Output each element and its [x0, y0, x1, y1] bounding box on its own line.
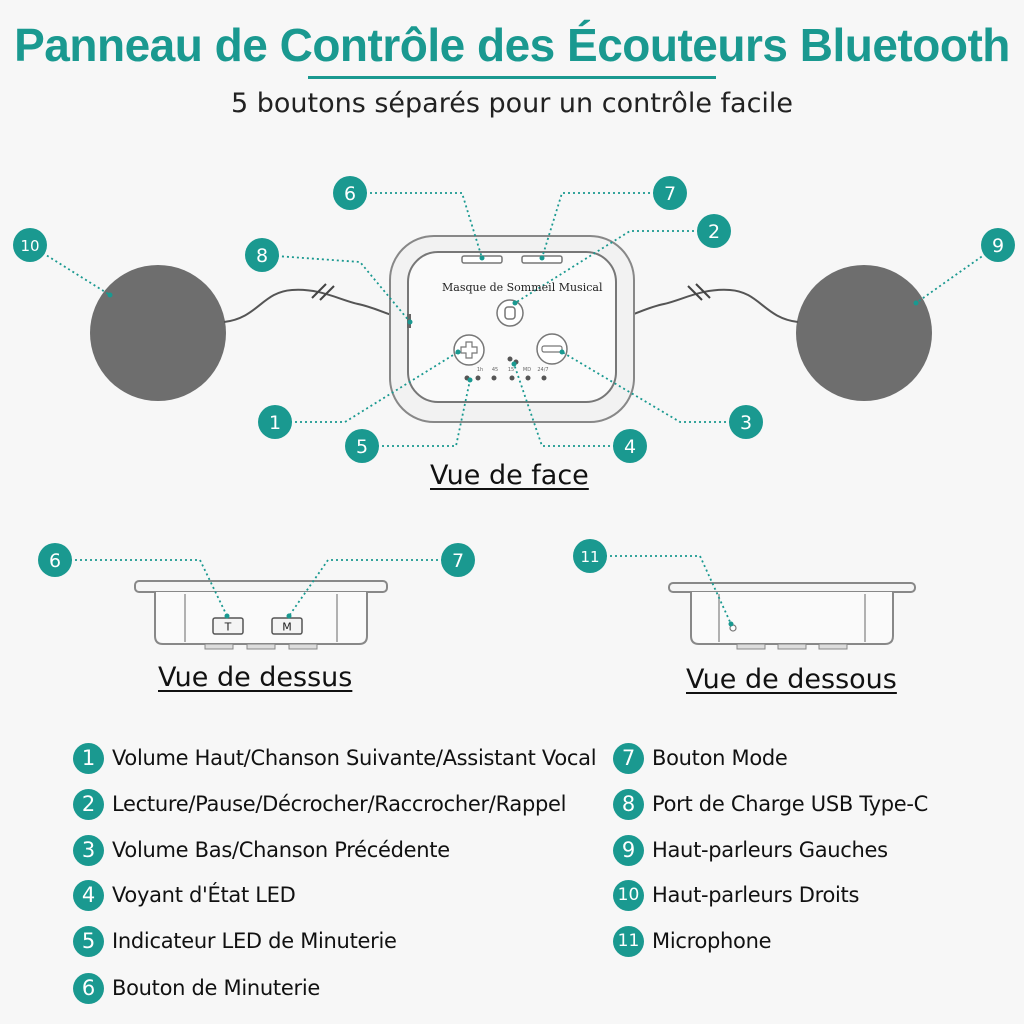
legend-item-4: 4 Voyant d'État LED [73, 878, 296, 912]
callout-7 [653, 176, 687, 210]
callout-2-label: 2 [708, 221, 720, 243]
callout-6-top [38, 543, 72, 577]
volume-up-button [453, 334, 485, 366]
mode-letter: M [282, 621, 292, 634]
page-subtitle: 5 boutons séparés pour un contrôle facil… [230, 88, 794, 119]
legend-item-6: 6 Bouton de Minuterie [73, 971, 320, 1005]
callout-6 [333, 176, 367, 210]
callout-11-label: 11 [580, 548, 599, 566]
legend-item-8: 8 Port de Charge USB Type-C [613, 787, 928, 821]
left-speaker [796, 265, 932, 401]
title-underline [308, 76, 716, 79]
callout-3-label: 3 [740, 412, 752, 434]
legend-item-7: 7 Bouton Mode [613, 741, 788, 775]
legend-item-1: 1 Volume Haut/Chanson Suivante/Assistant… [73, 741, 597, 775]
legend-num-5: 5 [73, 925, 104, 957]
top-view-label: Vue de dessus [158, 662, 353, 693]
legend-text-5: Indicateur LED de Minuterie [112, 929, 397, 953]
callout-6-label: 6 [344, 183, 356, 205]
legend-text-7: Bouton Mode [652, 746, 788, 770]
right-speaker [90, 265, 226, 401]
legend-item-5: 5 Indicateur LED de Minuterie [73, 924, 397, 958]
legend-item-11: 11 Microphone [613, 924, 772, 958]
callout-7-label: 7 [664, 183, 676, 205]
callout-11 [573, 539, 607, 573]
volume-down-button [536, 333, 568, 365]
legend-num-1: 1 [73, 742, 104, 774]
led-label-3: 15 [508, 367, 514, 373]
callout-1 [258, 405, 292, 439]
legend-num-3: 3 [73, 834, 104, 866]
legend-text-6: Bouton de Minuterie [112, 976, 320, 1000]
legend-num-4: 4 [73, 879, 104, 911]
page-title: Panneau de Contrôle des Écouteurs Blueto… [14, 19, 1010, 71]
legend-text-9: Haut-parleurs Gauches [652, 838, 888, 862]
callout-5 [345, 429, 379, 463]
legend-item-2: 2 Lecture/Pause/Décrocher/Raccrocher/Rap… [73, 787, 567, 821]
legend-num-10: 10 [613, 879, 644, 911]
legend-text-1: Volume Haut/Chanson Suivante/Assistant V… [112, 746, 597, 770]
left-wire [223, 288, 409, 323]
legend-item-9: 9 Haut-parleurs Gauches [613, 833, 888, 867]
legend-num-7: 7 [613, 742, 644, 774]
callout-6-top-label: 6 [49, 550, 61, 572]
callout-4 [613, 429, 647, 463]
legend-num-6: 6 [73, 972, 104, 1004]
legend-num-8: 8 [613, 788, 644, 820]
callout-8-label: 8 [256, 245, 268, 267]
callout-1-label: 1 [269, 412, 281, 434]
legend-item-10: 10 Haut-parleurs Droits [613, 878, 859, 912]
callout-7-top-label: 7 [452, 550, 464, 572]
callout-3 [729, 405, 763, 439]
led-label-1: 1h [477, 367, 483, 373]
led-label-2: 45 [492, 367, 498, 373]
callout-7-top [441, 543, 475, 577]
legend-num-11: 11 [613, 925, 644, 957]
callout-8 [245, 238, 279, 272]
callout-10-label: 10 [20, 237, 39, 255]
front-view-label: Vue de face [430, 460, 589, 491]
legend-item-3: 3 Volume Bas/Chanson Précédente [73, 833, 450, 867]
callout-9 [981, 228, 1015, 262]
legend-text-2: Lecture/Pause/Décrocher/Raccrocher/Rappe… [112, 792, 567, 816]
led-label-5: 24/7 [537, 367, 548, 373]
callout-5-label: 5 [356, 436, 368, 458]
legend-text-11: Microphone [652, 929, 772, 953]
right-wire [615, 288, 799, 323]
legend-text-4: Voyant d'État LED [112, 883, 296, 907]
mode-button-top [271, 617, 303, 635]
callout-4-label: 4 [624, 436, 636, 458]
led-label-4: MD [523, 367, 531, 373]
callout-2 [697, 214, 731, 248]
callout-10 [13, 228, 47, 262]
bottom-view-label: Vue de dessous [686, 664, 897, 695]
legend-text-3: Volume Bas/Chanson Précédente [112, 838, 450, 862]
play-pause-button [496, 299, 524, 327]
legend-num-9: 9 [613, 834, 644, 866]
legend-num-2: 2 [73, 788, 104, 820]
legend-text-10: Haut-parleurs Droits [652, 883, 860, 907]
timer-letter: T [224, 621, 232, 634]
legend-text-8: Port de Charge USB Type-C [652, 792, 929, 816]
device-label: Masque de Sommeil Musical [442, 281, 603, 294]
callout-9-label: 9 [992, 235, 1004, 257]
